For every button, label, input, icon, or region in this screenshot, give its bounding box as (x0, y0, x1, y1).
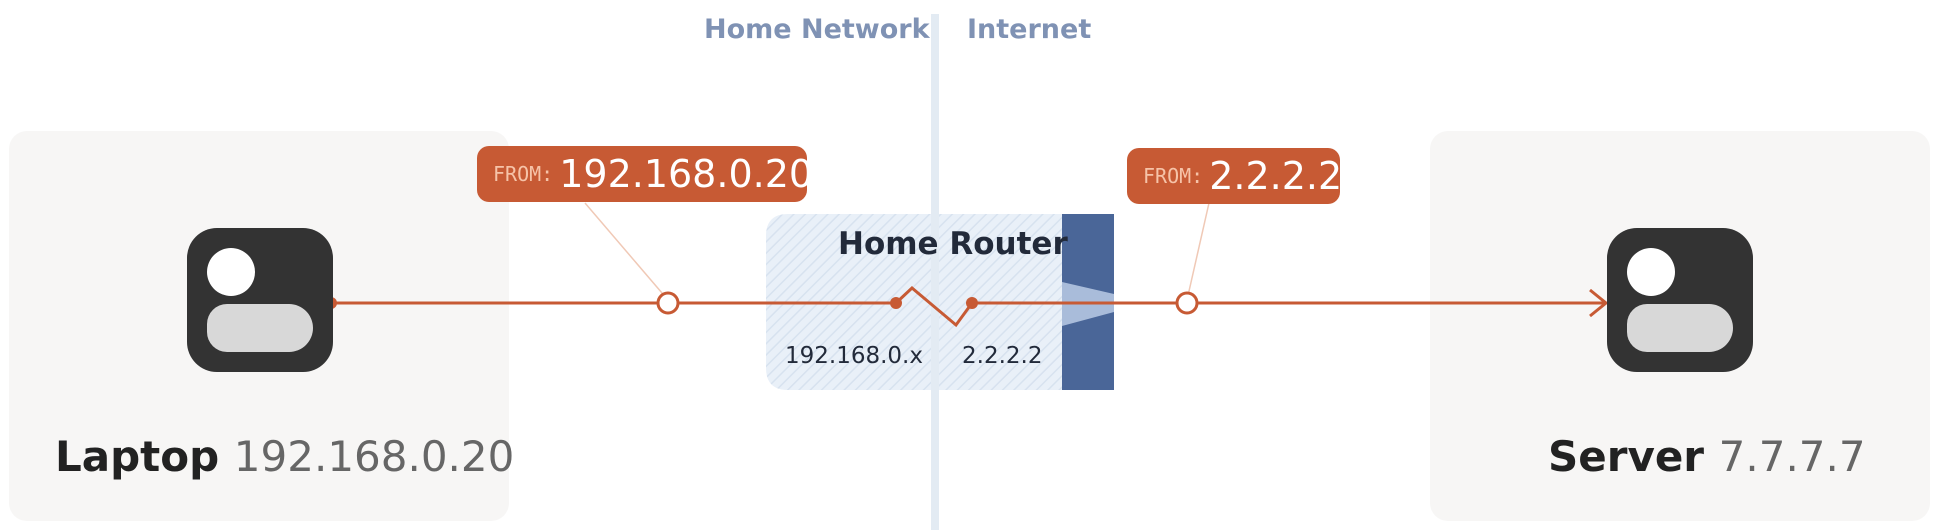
outside-packet-marker (1175, 291, 1199, 315)
server-label: Server 7.7.7.7 (1548, 432, 1866, 481)
inside-packet-tag: FROM: 192.168.0.20 (477, 146, 813, 202)
server-ip: 7.7.7.7 (1718, 432, 1866, 481)
outside-packet-source: 2.2.2.2 (1209, 154, 1343, 198)
laptop-ip: 192.168.0.20 (233, 432, 515, 481)
router-lan-dot (890, 297, 902, 309)
router-lan-ip: 192.168.0.x (785, 343, 923, 369)
laptop-user-device-icon (187, 228, 333, 372)
server-user-device-icon (1607, 228, 1753, 372)
router-box (766, 214, 1062, 390)
outside-tag-leader (1186, 202, 1210, 301)
laptop-label: Laptop 192.168.0.20 (55, 432, 514, 481)
inside-tag-leader (584, 202, 669, 301)
router-wan-dot (966, 297, 978, 309)
server-name: Server (1548, 432, 1705, 481)
outside-packet-tag: FROM: 2.2.2.2 (1127, 148, 1343, 204)
laptop-name: Laptop (55, 432, 220, 481)
router-title: Home Router (838, 226, 1068, 262)
inside-packet-prefix: FROM: (493, 162, 554, 186)
inside-packet-marker (656, 291, 680, 315)
arrow-head (1589, 288, 1609, 318)
zone-label-home-network: Home Network (704, 14, 930, 45)
router-nat-zigzag (894, 285, 974, 328)
zone-divider (931, 14, 939, 530)
inside-packet-source: 192.168.0.20 (559, 152, 814, 196)
outside-packet-prefix: FROM: (1143, 164, 1204, 188)
router-wan-ip: 2.2.2.2 (962, 343, 1043, 369)
zone-label-internet: Internet (967, 14, 1092, 45)
